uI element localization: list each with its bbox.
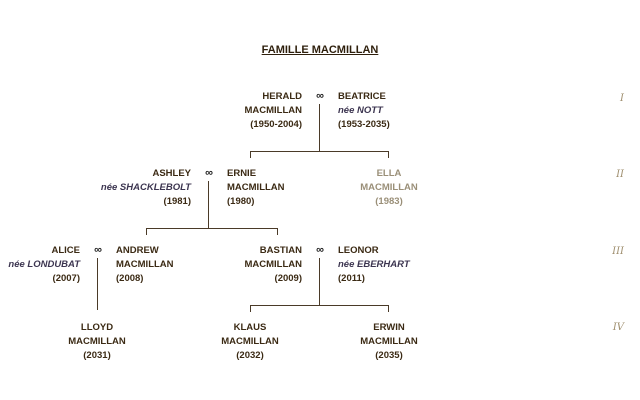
person-alice: ALICE née LONDUBAT (2007) (0, 244, 80, 286)
life-years: (2011) (338, 273, 365, 284)
generation-marker-1: I (620, 93, 624, 104)
person-bastian: BASTIAN MACMILLAN (2009) (192, 244, 302, 286)
sibling-line (250, 305, 389, 306)
person-herald: HERALD MACMILLAN (1950-2004) (192, 90, 302, 132)
last-name: MACMILLAN (221, 336, 279, 347)
maiden-name: née SHACKLEBOLT (100, 182, 191, 193)
marriage-symbol: ∞ (205, 167, 213, 179)
sibling-line (250, 151, 389, 152)
life-years: (1950-2004) (250, 119, 302, 130)
first-name: BEATRICE (338, 91, 386, 102)
first-name: ERWIN (373, 322, 405, 333)
life-years: (2032) (236, 350, 264, 361)
maiden-name: née LONDUBAT (8, 259, 80, 270)
generation-marker-2: II (616, 169, 624, 180)
last-name: MACMILLAN (68, 336, 126, 347)
life-years: (1981) (163, 196, 191, 207)
descent-line (319, 104, 320, 151)
last-name: MACMILLAN (360, 182, 418, 193)
person-klaus: KLAUS MACMILLAN (2032) (195, 321, 305, 363)
child-line (146, 228, 147, 235)
page-title: FAMILLE MACMILLAN (261, 44, 379, 56)
generation-marker-3: III (612, 246, 624, 257)
first-name: LLOYD (80, 322, 114, 333)
first-name: LEONOR (338, 245, 379, 256)
person-andrew: ANDREW MACMILLAN (2008) (116, 244, 226, 286)
life-years: (2031) (83, 350, 111, 361)
first-name: BASTIAN (259, 245, 302, 256)
life-years: (1953-2035) (338, 119, 390, 130)
life-years: (2035) (375, 350, 403, 361)
life-years: (1980) (227, 196, 255, 207)
child-line (250, 305, 251, 312)
life-years: (2009) (274, 273, 302, 284)
first-name: ALICE (51, 245, 81, 256)
maiden-name: née EBERHART (338, 259, 410, 270)
last-name: MACMILLAN (116, 259, 174, 270)
child-line (250, 151, 251, 158)
first-name: ELLA (376, 168, 402, 179)
person-erwin: ERWIN MACMILLAN (2035) (334, 321, 444, 363)
last-name: MACMILLAN (360, 336, 418, 347)
first-name: ANDREW (116, 245, 159, 256)
life-years: (2007) (52, 273, 80, 284)
person-lloyd: LLOYD MACMILLAN (2031) (42, 321, 152, 363)
generation-marker-4: IV (612, 322, 624, 333)
marriage-symbol: ∞ (94, 244, 102, 256)
person-ella: ELLA MACMILLAN (1983) (334, 167, 444, 209)
last-name: MACMILLAN (227, 182, 285, 193)
first-name: KLAUS (233, 322, 267, 333)
descent-line (319, 258, 320, 305)
last-name: MACMILLAN (244, 105, 302, 116)
person-ernie: ERNIE MACMILLAN (1980) (227, 167, 337, 209)
life-years: (2008) (116, 273, 144, 284)
maiden-name: née NOTT (338, 105, 383, 116)
last-name: MACMILLAN (244, 259, 302, 270)
marriage-symbol: ∞ (316, 244, 324, 256)
person-ashley: ASHLEY née SHACKLEBOLT (1981) (81, 167, 191, 209)
life-years: (1983) (375, 196, 403, 207)
marriage-symbol: ∞ (316, 90, 324, 102)
first-name: HERALD (262, 91, 302, 102)
first-name: ERNIE (227, 168, 257, 179)
child-line (388, 305, 389, 312)
child-line (277, 228, 278, 235)
person-leonor: LEONOR née EBERHART (2011) (338, 244, 448, 286)
first-name: ASHLEY (152, 168, 191, 179)
descent-line (97, 258, 98, 310)
person-beatrice: BEATRICE née NOTT (1953-2035) (338, 90, 448, 132)
descent-line (208, 181, 209, 228)
sibling-line (146, 228, 278, 229)
child-line (388, 151, 389, 158)
